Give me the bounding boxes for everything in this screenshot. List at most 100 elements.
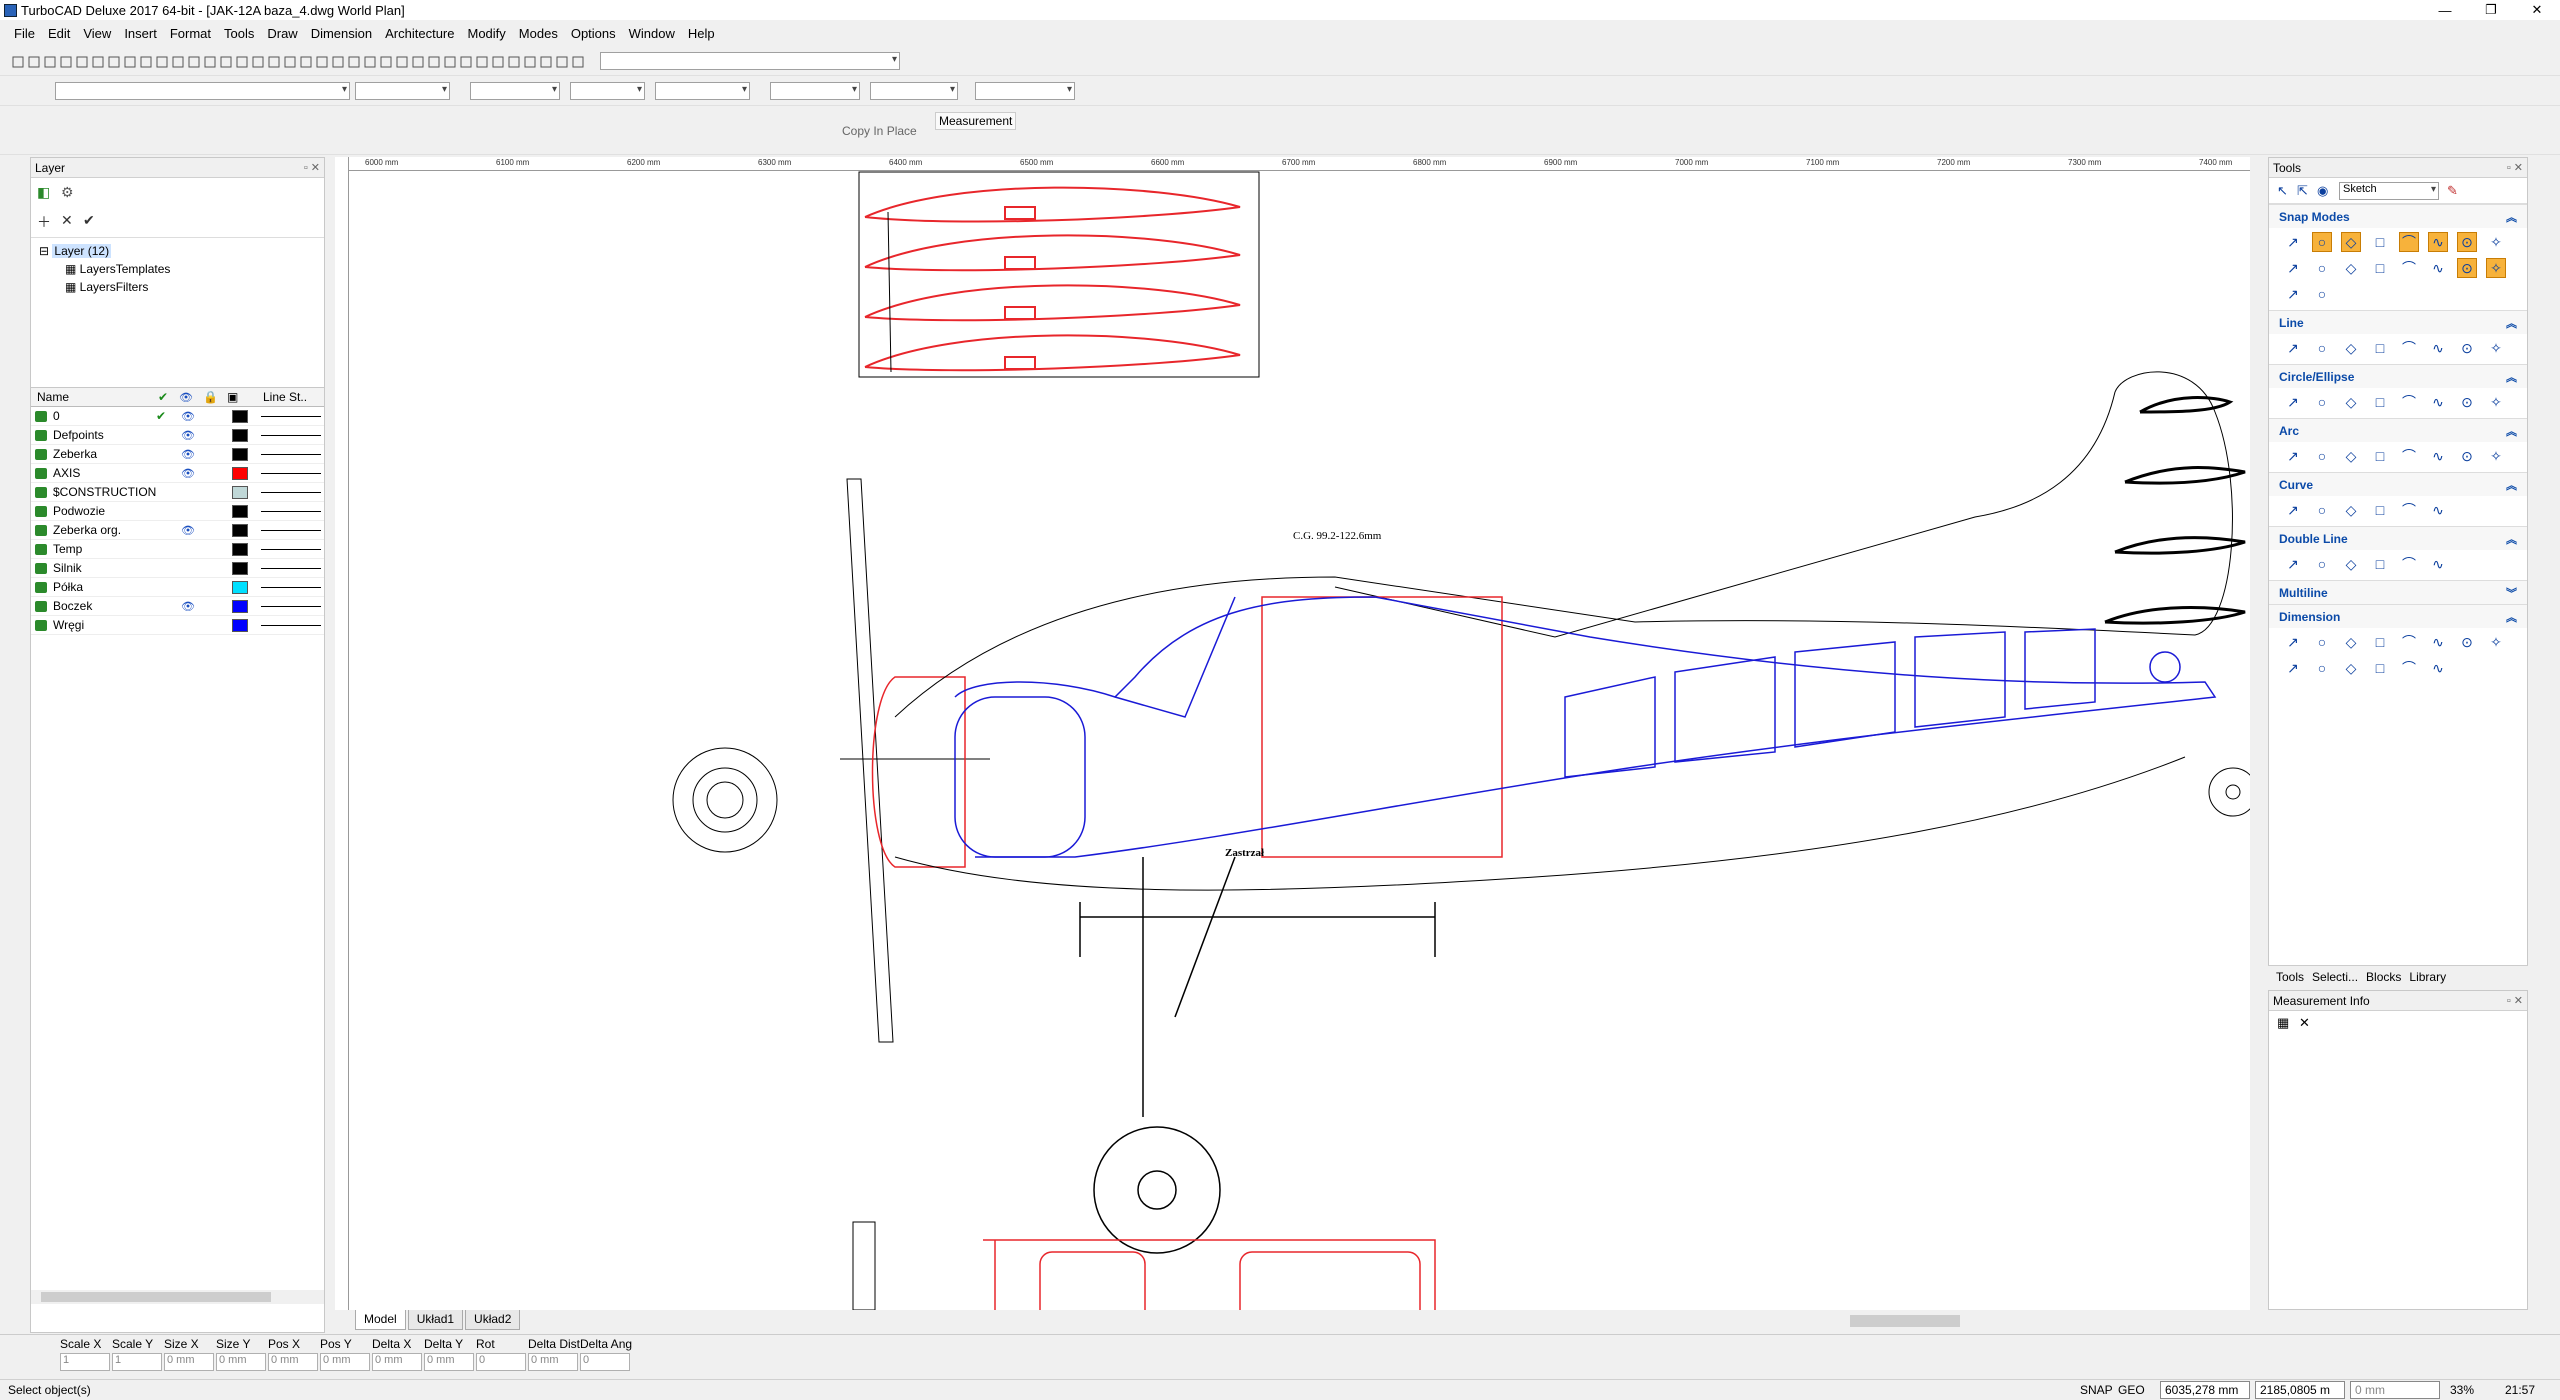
layer-linestyle[interactable]: [261, 435, 321, 436]
visible-eye-icon[interactable]: 👁: [181, 467, 195, 480]
toolbar-button-icon[interactable]: [362, 54, 378, 70]
tool-icon[interactable]: ↗: [2287, 259, 2299, 276]
layer-row[interactable]: Zeberka org.👁: [31, 521, 324, 540]
layer-color-swatch[interactable]: [232, 410, 248, 423]
pattern-combo[interactable]: [870, 82, 958, 100]
tab-library[interactable]: Library: [2409, 969, 2447, 984]
tool-icon[interactable]: ↗: [2287, 555, 2299, 572]
layer-row[interactable]: Podwozie: [31, 502, 324, 521]
toolbar-button-icon[interactable]: [506, 54, 522, 70]
snap-indicator[interactable]: SNAP: [2080, 1383, 2113, 1397]
grid-icon[interactable]: ▦: [2277, 1015, 2290, 1030]
section-circle-ellipse[interactable]: Circle/Ellipse︽: [2269, 364, 2527, 388]
panel-close-icon[interactable]: ▫ ✕: [303, 162, 320, 174]
current-column-icon[interactable]: ✔: [158, 390, 169, 404]
tool-icon[interactable]: ↗: [2287, 633, 2299, 650]
visible-eye-icon[interactable]: 👁: [181, 429, 195, 442]
visible-eye-icon[interactable]: 👁: [181, 524, 195, 537]
collapse-chevron-icon[interactable]: ︽: [2506, 425, 2517, 438]
tool-icon[interactable]: ○: [2317, 634, 2327, 650]
toolbar-button-icon[interactable]: [234, 54, 250, 70]
layer-name[interactable]: Temp: [53, 542, 83, 556]
visible-eye-icon[interactable]: 👁: [181, 600, 195, 613]
toolbar-button-icon[interactable]: [122, 54, 138, 70]
tool-icon[interactable]: ∿: [2432, 259, 2444, 276]
tool-icon[interactable]: ∿: [2432, 339, 2444, 356]
toolbar-button-icon[interactable]: [250, 54, 266, 70]
menu-draw[interactable]: Draw: [267, 25, 298, 41]
layer-name[interactable]: Wręgi: [53, 618, 85, 632]
layer-linestyle[interactable]: [261, 625, 321, 626]
tool-icon[interactable]: ∿: [2432, 633, 2444, 650]
toolbar-button-icon[interactable]: [202, 54, 218, 70]
tool-icon[interactable]: ↗: [2287, 339, 2299, 356]
tree-root[interactable]: ⊟ Layer (12): [39, 244, 112, 258]
tool-icon[interactable]: ◇: [2345, 447, 2357, 464]
collapse-chevron-icon[interactable]: ︽: [2506, 479, 2517, 492]
tool-icon[interactable]: ○: [2317, 260, 2327, 276]
menu-modes[interactable]: Modes: [518, 25, 558, 41]
toolbar-button-icon[interactable]: [378, 54, 394, 70]
menu-dimension[interactable]: Dimension: [310, 25, 373, 41]
toolbar-button-icon[interactable]: [474, 54, 490, 70]
layer-row[interactable]: Defpoints👁: [31, 426, 324, 445]
add-layer-icon[interactable]: ＋: [37, 214, 51, 230]
section-double-line[interactable]: Double Line︽: [2269, 526, 2527, 550]
collapse-chevron-icon[interactable]: ︽: [2506, 371, 2517, 384]
toolbar-button-icon[interactable]: [410, 54, 426, 70]
geo-indicator[interactable]: GEO: [2118, 1383, 2145, 1397]
inspector-field-value[interactable]: 0: [580, 1353, 630, 1371]
layer-row[interactable]: Półka: [31, 578, 324, 597]
menu-window[interactable]: Window: [628, 25, 675, 41]
layer-row[interactable]: Boczek 👁: [31, 597, 324, 616]
section-arc[interactable]: Arc︽: [2269, 418, 2527, 442]
tool-icon[interactable]: ⌒: [2402, 340, 2416, 356]
toolbar-button-icon[interactable]: [570, 54, 586, 70]
layer-row[interactable]: Temp: [31, 540, 324, 559]
tool-icon[interactable]: ◇: [2341, 232, 2361, 252]
section-multiline[interactable]: Multiline︾: [2269, 580, 2527, 604]
drawing-canvas[interactable]: C.G. 99.2-122.6mm Zastrzał: [335, 157, 2250, 1310]
mode-combo[interactable]: Sketch: [2339, 182, 2439, 200]
layer-color-swatch[interactable]: [232, 562, 248, 575]
layer-color-swatch[interactable]: [232, 600, 248, 613]
toolbar-button-icon[interactable]: [394, 54, 410, 70]
collapse-chevron-icon[interactable]: ︽: [2506, 533, 2517, 546]
collapse-chevron-icon[interactable]: ︾: [2506, 587, 2517, 600]
toolbar-button-icon[interactable]: [170, 54, 186, 70]
collapse-chevron-icon[interactable]: ︽: [2506, 317, 2517, 330]
style-combo[interactable]: [655, 82, 750, 100]
layer-row[interactable]: Silnik: [31, 559, 324, 578]
layer-name[interactable]: Boczek: [53, 599, 93, 613]
menu-edit[interactable]: Edit: [47, 25, 71, 41]
tab-selection[interactable]: Selecti...: [2312, 969, 2359, 984]
tool-icon[interactable]: ⊙: [2461, 633, 2473, 650]
tool-icon[interactable]: ↗: [2287, 285, 2299, 302]
toolbar-button-icon[interactable]: [522, 54, 538, 70]
tool-icon[interactable]: ✧: [2490, 447, 2502, 464]
layer-row[interactable]: $CONSTRUCTION: [31, 483, 324, 502]
toolbar-button-icon[interactable]: [490, 54, 506, 70]
layer-name[interactable]: Półka: [53, 580, 84, 594]
menu-help[interactable]: Help: [687, 25, 715, 41]
width-combo[interactable]: [570, 82, 645, 100]
toolbar-button-icon[interactable]: [442, 54, 458, 70]
layer-color-swatch[interactable]: [232, 524, 248, 537]
layer-linestyle[interactable]: [261, 568, 321, 569]
section-curve[interactable]: Curve︽: [2269, 472, 2527, 496]
tool-icon[interactable]: □: [2375, 394, 2385, 410]
measurement-close-icon[interactable]: ▫ ✕: [2506, 995, 2523, 1007]
toolbar-button-icon[interactable]: [298, 54, 314, 70]
layer-row[interactable]: AXIS👁: [31, 464, 324, 483]
layer-row[interactable]: Zeberka👁: [31, 445, 324, 464]
tool-icon[interactable]: ↗: [2287, 233, 2299, 250]
tool-icon[interactable]: □: [2375, 502, 2385, 518]
select-icon[interactable]: ⇱: [2297, 183, 2308, 198]
tool-icon[interactable]: □: [2375, 340, 2385, 356]
minimize-button[interactable]: —: [2438, 2, 2452, 18]
left-ruler[interactable]: [335, 157, 349, 1310]
inspector-field-value[interactable]: 1: [112, 1353, 162, 1371]
tool-icon[interactable]: ○: [2317, 660, 2327, 676]
lock-column-icon[interactable]: 🔒: [203, 390, 218, 404]
